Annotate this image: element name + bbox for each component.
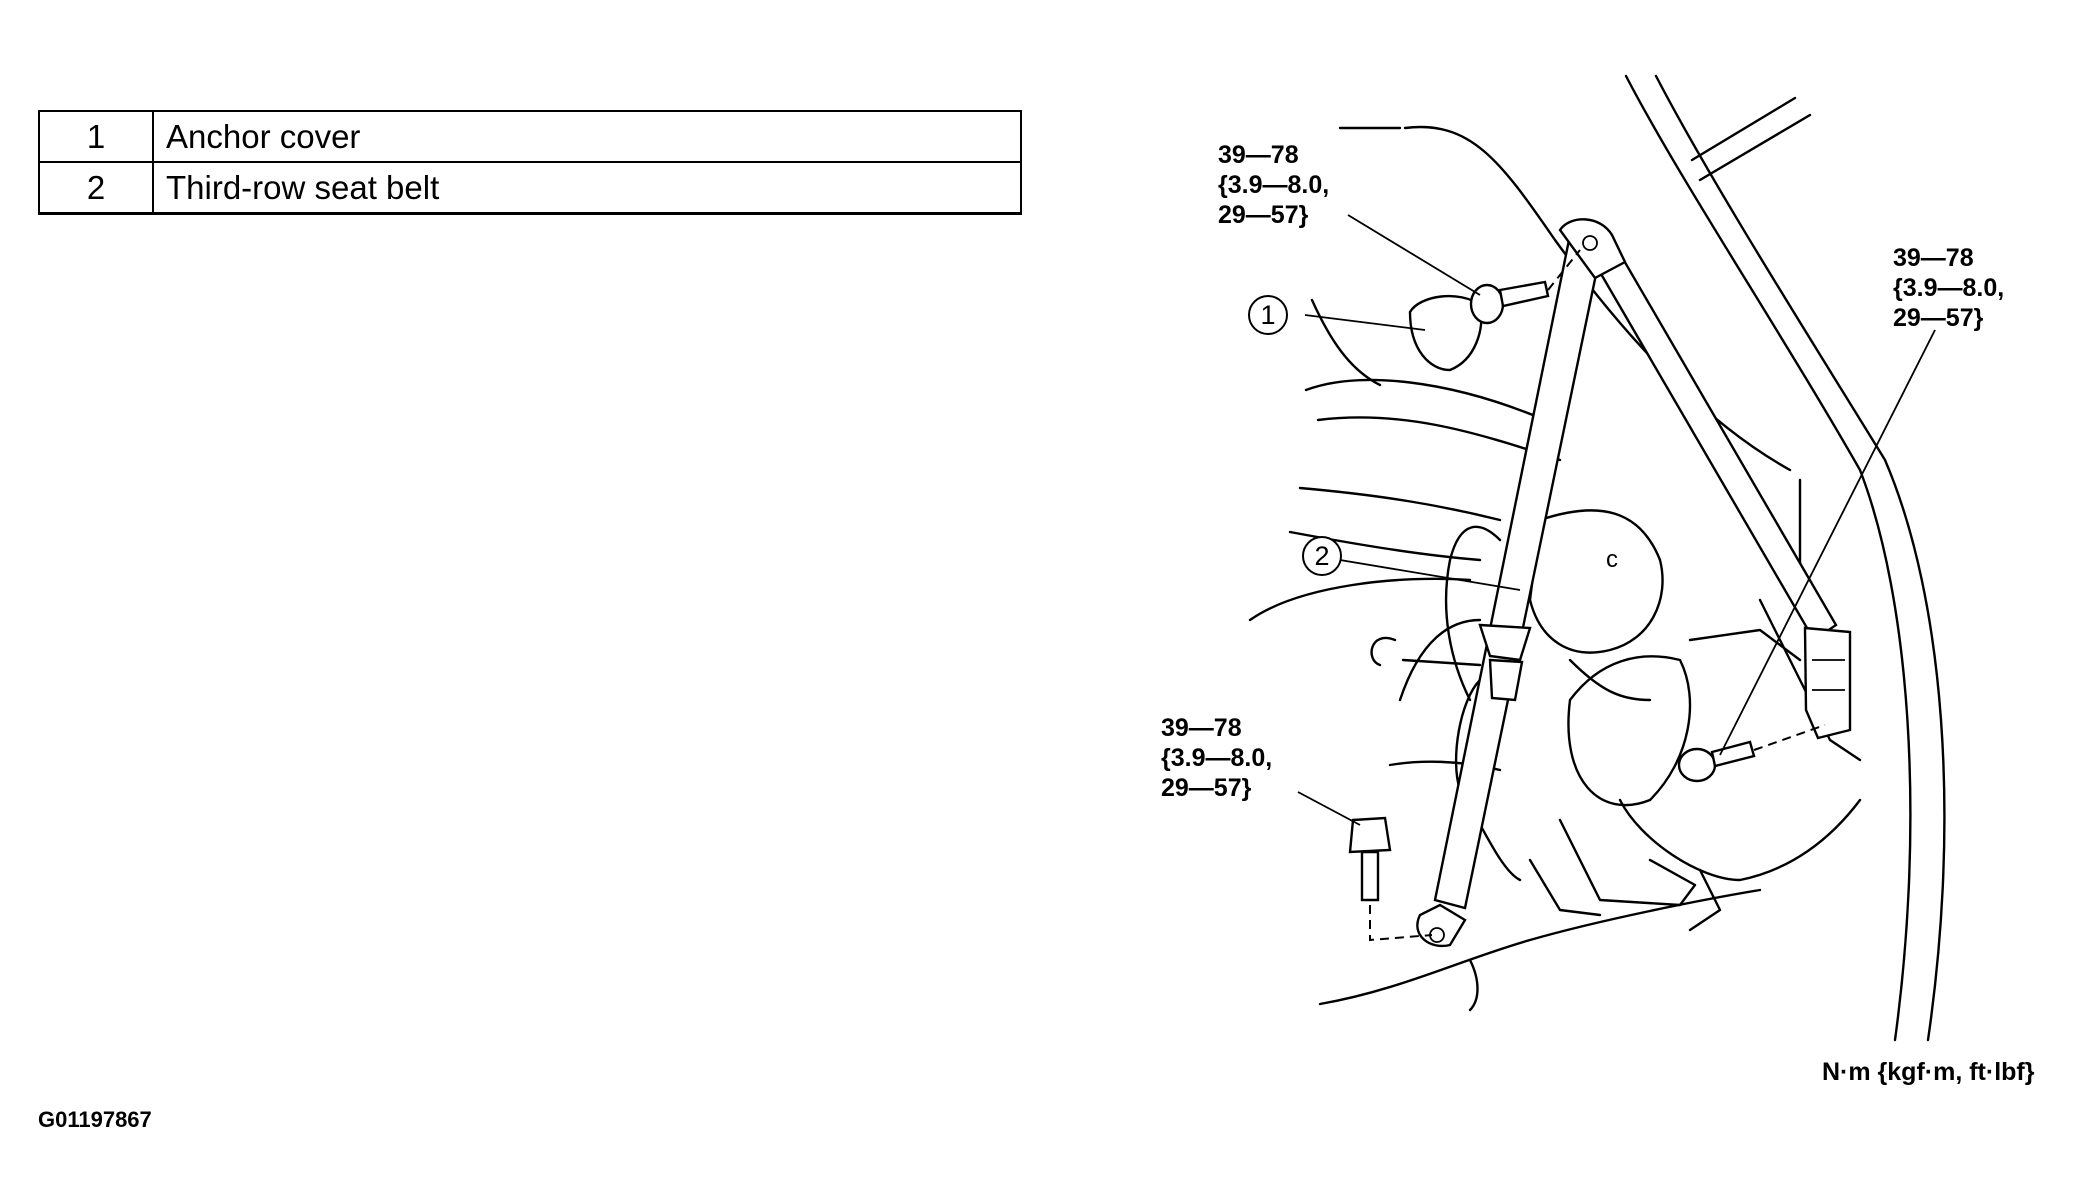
callout-seat-belt: 2 bbox=[1302, 536, 1342, 576]
legend-text: Third-row seat belt bbox=[152, 161, 1022, 215]
legend-table: 1 Anchor cover 2 Third-row seat belt bbox=[38, 110, 1022, 215]
leader-lines bbox=[1297, 214, 1936, 826]
lower-bolt bbox=[1348, 816, 1433, 942]
legend-row-seat-belt: 2 Third-row seat belt bbox=[38, 161, 1022, 215]
callout-anchor-cover: 1 bbox=[1248, 295, 1288, 335]
torque-label-right: 39—78 {3.9—8.0, 29—57} bbox=[1893, 244, 2005, 332]
torque-label-lower: 39—78 {3.9—8.0, 29—57} bbox=[1161, 714, 1273, 802]
legend-row-anchor-cover: 1 Anchor cover bbox=[38, 110, 1022, 163]
part-mark-c: c bbox=[1606, 546, 1618, 573]
anchor-cover bbox=[1408, 294, 1483, 372]
right-bolt bbox=[1677, 724, 1826, 783]
torque-unit-label: N·m {kgf·m, ft·lbf} bbox=[1822, 1058, 2035, 1086]
legend-text: Anchor cover bbox=[152, 110, 1022, 163]
figure-id: G01197867 bbox=[38, 1107, 152, 1132]
legend-number: 1 bbox=[38, 110, 154, 163]
torque-label-upper: 39—78 {3.9—8.0, 29—57} bbox=[1218, 141, 1330, 229]
vehicle-body-outline bbox=[1248, 74, 1946, 1042]
legend-number: 2 bbox=[38, 161, 154, 215]
seat-belt-webbing bbox=[1416, 218, 1852, 948]
